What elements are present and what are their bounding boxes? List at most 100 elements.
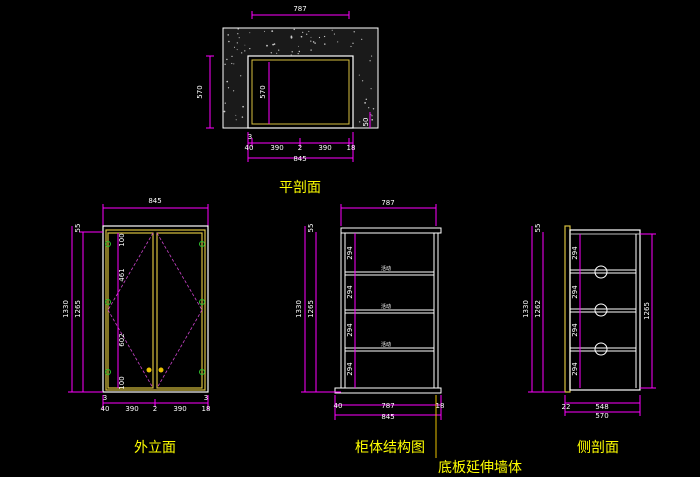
speckle — [236, 42, 238, 44]
shelf-pin-icon — [594, 303, 608, 317]
speckle — [368, 107, 370, 109]
shelf-label: 活动 — [381, 341, 391, 348]
right-panel — [433, 232, 439, 389]
side-dim-22: 22 — [562, 403, 571, 411]
speckle — [359, 121, 361, 123]
front-right-small: 3 — [204, 394, 208, 402]
speckle — [226, 58, 228, 61]
speckle — [333, 33, 335, 35]
speckle — [364, 102, 366, 104]
plan-left-height: 570 — [196, 85, 204, 98]
cabinet-structure: 787 活动 活动 活动 1330 1265 55 294 294 294 29… — [295, 199, 522, 476]
side-total: 570 — [595, 412, 608, 420]
front-dim-40: 40 — [101, 405, 110, 413]
shelf-height: 294 — [346, 323, 354, 337]
speckle — [358, 74, 360, 76]
side-shelf-height: 294 — [571, 246, 579, 260]
structure-dim-18: 18 — [436, 402, 445, 410]
front-dim-100b: 100 — [118, 376, 126, 389]
speckle — [314, 42, 316, 44]
front-dim-390a: 390 — [125, 405, 138, 413]
speckle — [224, 102, 226, 104]
plan-top-width: 787 — [293, 5, 306, 13]
hinge-icon — [199, 299, 205, 305]
speckle — [324, 43, 326, 45]
side-section: 1330 1262 55 294 294 294 294 1265 22 548… — [522, 224, 656, 456]
shelf-height: 294 — [346, 362, 354, 376]
speckle — [331, 29, 333, 31]
structure-top-width: 787 — [381, 199, 394, 207]
speckle — [241, 52, 243, 54]
speckle — [323, 35, 326, 38]
left-door — [107, 232, 154, 389]
handle-icon — [158, 367, 164, 373]
shelf-pin-icon — [594, 265, 608, 279]
plan-dim-2: 2 — [298, 144, 302, 152]
speckle — [308, 30, 310, 32]
speckle — [290, 36, 293, 39]
structure-top-small: 55 — [307, 224, 315, 233]
side-outer-height: 1330 — [522, 300, 530, 318]
side-dim-548: 548 — [595, 403, 608, 411]
front-dim-2: 2 — [153, 405, 157, 413]
front-dim-602: 602 — [118, 333, 126, 346]
structure-dim-787: 787 — [381, 402, 394, 410]
speckle — [271, 30, 274, 32]
speckle — [337, 41, 339, 43]
speckle — [228, 40, 230, 43]
speckle — [270, 52, 272, 54]
hinge-icon — [199, 369, 205, 375]
speckle — [371, 115, 373, 117]
speckle — [310, 49, 312, 51]
plan-title: 平剖面 — [279, 180, 321, 196]
shelf-label: 活动 — [381, 265, 391, 272]
speckle — [290, 54, 292, 56]
front-title: 外立面 — [134, 440, 176, 456]
speckle — [312, 41, 315, 43]
side-shelf-height: 294 — [571, 362, 579, 376]
speckle — [353, 31, 355, 33]
plan-section: 787 570 570 50 3 40 390 2 390 18 845 平剖面 — [196, 5, 379, 196]
speckle — [249, 47, 251, 50]
speckle — [297, 53, 299, 55]
hinge-icon — [105, 241, 111, 247]
front-dim-3: 3 — [103, 394, 107, 402]
plan-total-width: 845 — [293, 155, 306, 163]
speckle — [278, 49, 280, 51]
speckle — [371, 55, 373, 57]
speckle — [298, 50, 301, 53]
left-panel — [340, 232, 346, 389]
speckle — [233, 90, 235, 92]
speckle — [361, 80, 364, 82]
speckle — [224, 63, 226, 65]
speckle — [350, 45, 352, 48]
speckle — [264, 30, 265, 32]
speckle — [291, 51, 293, 53]
speckle — [293, 28, 295, 31]
structure-dim-40: 40 — [334, 402, 343, 410]
speckle — [235, 114, 237, 116]
speckle — [306, 33, 308, 35]
side-door — [564, 225, 571, 393]
note-title: 底板延伸墙体 — [438, 460, 522, 476]
cabinet-plan-outline — [247, 55, 354, 129]
hinge-icon — [105, 299, 111, 305]
structure-total: 845 — [381, 413, 394, 421]
speckle — [235, 119, 237, 121]
speckle — [318, 36, 321, 39]
speckle — [249, 32, 251, 34]
wall-texture — [223, 28, 375, 125]
speckle — [266, 44, 268, 47]
front-dim-18: 18 — [202, 405, 211, 413]
speckle — [237, 28, 239, 30]
speckle — [227, 87, 230, 89]
structure-inner-height: 1265 — [307, 300, 315, 318]
speckle — [238, 37, 240, 39]
speckle — [370, 88, 372, 90]
handle-icon — [146, 367, 152, 373]
shelf-pin-icon — [594, 342, 608, 356]
speckle — [352, 42, 354, 44]
speckle — [233, 63, 235, 65]
speckle — [365, 98, 368, 101]
